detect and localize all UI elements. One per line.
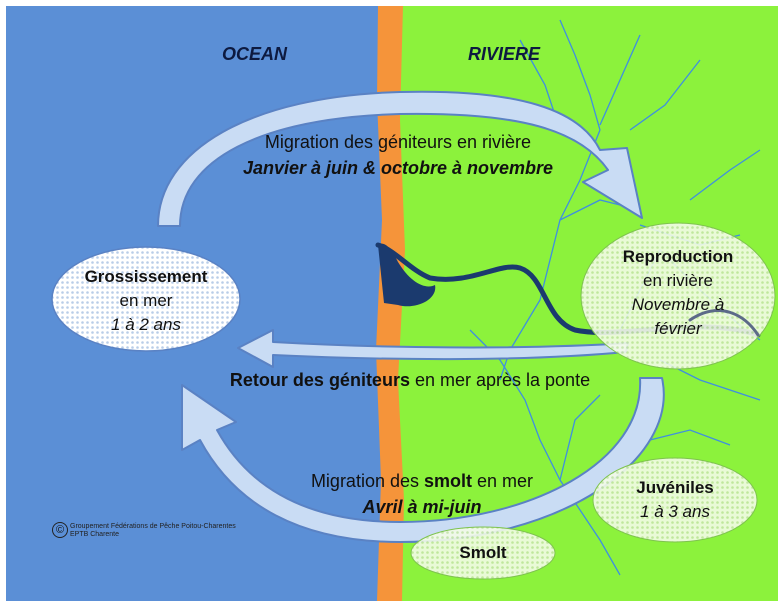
smolt-migration-title: Migration des smolt en mer <box>222 471 622 492</box>
copyright-line2: EPTB Charente <box>70 531 120 538</box>
spawning-migration-title: Migration des géniteurs en rivière <box>264 132 532 152</box>
spawning-migration-period: Janvier à juin & octobre à novembre <box>242 158 554 178</box>
river-label: RIVIERE <box>468 44 541 64</box>
smolt-bubble <box>410 526 556 580</box>
copyright-line1: Groupement Fédérations de Pêche Poitou-C… <box>70 523 236 530</box>
copyright-text: Groupement Fédérations de Pêche Poitou-C… <box>70 523 236 539</box>
return-rest: en mer après la ponte <box>409 370 591 390</box>
growth-line3: 1 à 2 ans <box>111 315 181 334</box>
growth-node: Grossissement en mer 1 à 2 ans <box>66 265 226 337</box>
juveniles-bubble <box>592 457 758 543</box>
estuary <box>378 243 436 307</box>
growth-bubble <box>51 246 241 352</box>
reproduction-line3: Novembre à <box>631 295 725 314</box>
return-to-sea-arrow <box>237 329 629 368</box>
smolt-migration-period: Avril à mi-juin <box>362 497 482 517</box>
juveniles-title: Juvéniles <box>636 478 714 497</box>
ocean-label: OCEAN <box>222 44 288 64</box>
spawning-migration-arrow <box>157 90 643 227</box>
juveniles-node: Juvéniles 1 à 3 ans <box>595 476 755 524</box>
growth-title: Grossissement <box>84 267 208 286</box>
juveniles-line2: 1 à 3 ans <box>640 502 710 521</box>
return-bold: Retour des géniteurs <box>229 370 410 390</box>
return-to-sea-text: Retour des géniteurs en mer après la pon… <box>210 370 610 391</box>
smolt-migration-post: en mer <box>472 471 534 491</box>
smolt-node-title: Smolt <box>459 543 507 562</box>
copyright-icon: © <box>52 522 68 538</box>
reproduction-line2: en rivière <box>643 271 713 290</box>
reproduction-line4: février <box>654 319 702 338</box>
smolt-migration-pre: Migration des <box>310 471 424 491</box>
smolt-migration-bold: smolt <box>424 471 473 491</box>
reproduction-bubble <box>580 222 776 370</box>
reproduction-stream-overlay <box>688 309 760 337</box>
reproduction-node: Reproduction en rivière Novembre à févri… <box>598 245 758 341</box>
reproduction-title: Reproduction <box>622 247 734 266</box>
smolt-migration-arrow <box>181 377 665 543</box>
cycle-arrows <box>157 90 665 543</box>
growth-line2: en mer <box>119 291 173 310</box>
